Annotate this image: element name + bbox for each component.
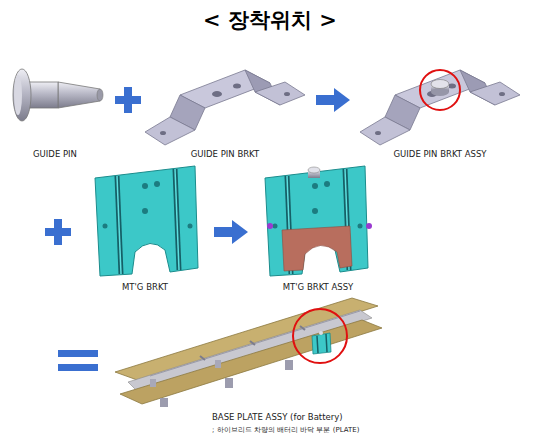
guide-pin-figure-part — [58, 82, 100, 108]
part-label: GUIDE PIN BRKT — [191, 150, 259, 160]
mounting-bracket-assy-figure-part — [308, 167, 320, 173]
guide-pin-bracket-assy-figure-part — [360, 70, 520, 145]
base-plate-figure-part — [150, 311, 360, 376]
guide-pin-figure-part — [14, 75, 22, 115]
base-plate-figure-part — [285, 360, 293, 370]
arrow-symbol-part — [316, 88, 350, 112]
mounting-bracket-figure-part — [95, 166, 198, 276]
equals-symbol-part — [58, 364, 98, 371]
guide-pin-bracket-assy-figure-part — [431, 88, 449, 96]
equals-symbol-part — [58, 350, 98, 357]
page-title: < 장착위치 > — [203, 8, 337, 32]
part-label: BASE PLATE ASSY (for Battery) — [212, 413, 343, 423]
base-plate-figure-part — [293, 309, 347, 363]
base-plate-figure-part — [150, 379, 156, 387]
base-plate-figure-part — [312, 333, 331, 354]
mounting-bracket-assy-figure-part — [366, 223, 372, 229]
part-label: ; 하이브리드 차량의 배터리 바닥 부분 (PLATE) — [212, 426, 359, 434]
base-plate-figure-part — [128, 310, 372, 392]
guide-pin-bracket-figure-part — [145, 70, 305, 145]
plus-symbol-part — [54, 219, 62, 245]
base-plate-figure-part — [200, 326, 305, 360]
arrow-symbol — [214, 220, 248, 244]
part-label: GUIDE PIN — [33, 150, 77, 160]
base-plate-figure-part — [160, 398, 168, 407]
mounting-bracket-assy-figure-part — [267, 223, 273, 229]
mounting-bracket-assy-figure — [265, 166, 372, 276]
arrow-symbol — [316, 88, 350, 112]
guide-pin-figure — [13, 69, 103, 121]
base-plate-figure-part — [225, 378, 233, 388]
guide-pin-figure-part — [13, 69, 31, 121]
equals-symbol — [58, 350, 98, 371]
guide-pin-bracket-assy-figure-part — [431, 80, 449, 89]
part-label: MT'G BRKT — [122, 283, 168, 293]
base-plate-figure-part — [317, 334, 327, 353]
guide-pin-bracket-assy-figure — [360, 70, 520, 145]
part-label: GUIDE PIN BRKT ASSY — [394, 150, 487, 160]
guide-pin-bracket-assy-figure-part — [420, 70, 460, 110]
plus-symbol — [45, 219, 71, 245]
base-plate-figure-part — [120, 320, 382, 404]
part-label: MT'G BRKT ASSY — [283, 283, 354, 293]
guide-pin-figure-part — [97, 89, 103, 101]
arrow-symbol-part — [214, 220, 248, 244]
mounting-bracket-assy-figure-part — [282, 226, 352, 271]
plus-symbol — [115, 87, 141, 113]
mounting-bracket-figure — [95, 166, 198, 276]
base-plate-figure-part — [215, 360, 221, 368]
base-plate-figure — [115, 298, 382, 407]
plus-symbol-part — [124, 87, 132, 113]
base-plate-figure-part — [319, 331, 323, 335]
guide-pin-bracket-figure — [145, 70, 305, 145]
mounting-bracket-assy-figure-part — [265, 166, 368, 276]
